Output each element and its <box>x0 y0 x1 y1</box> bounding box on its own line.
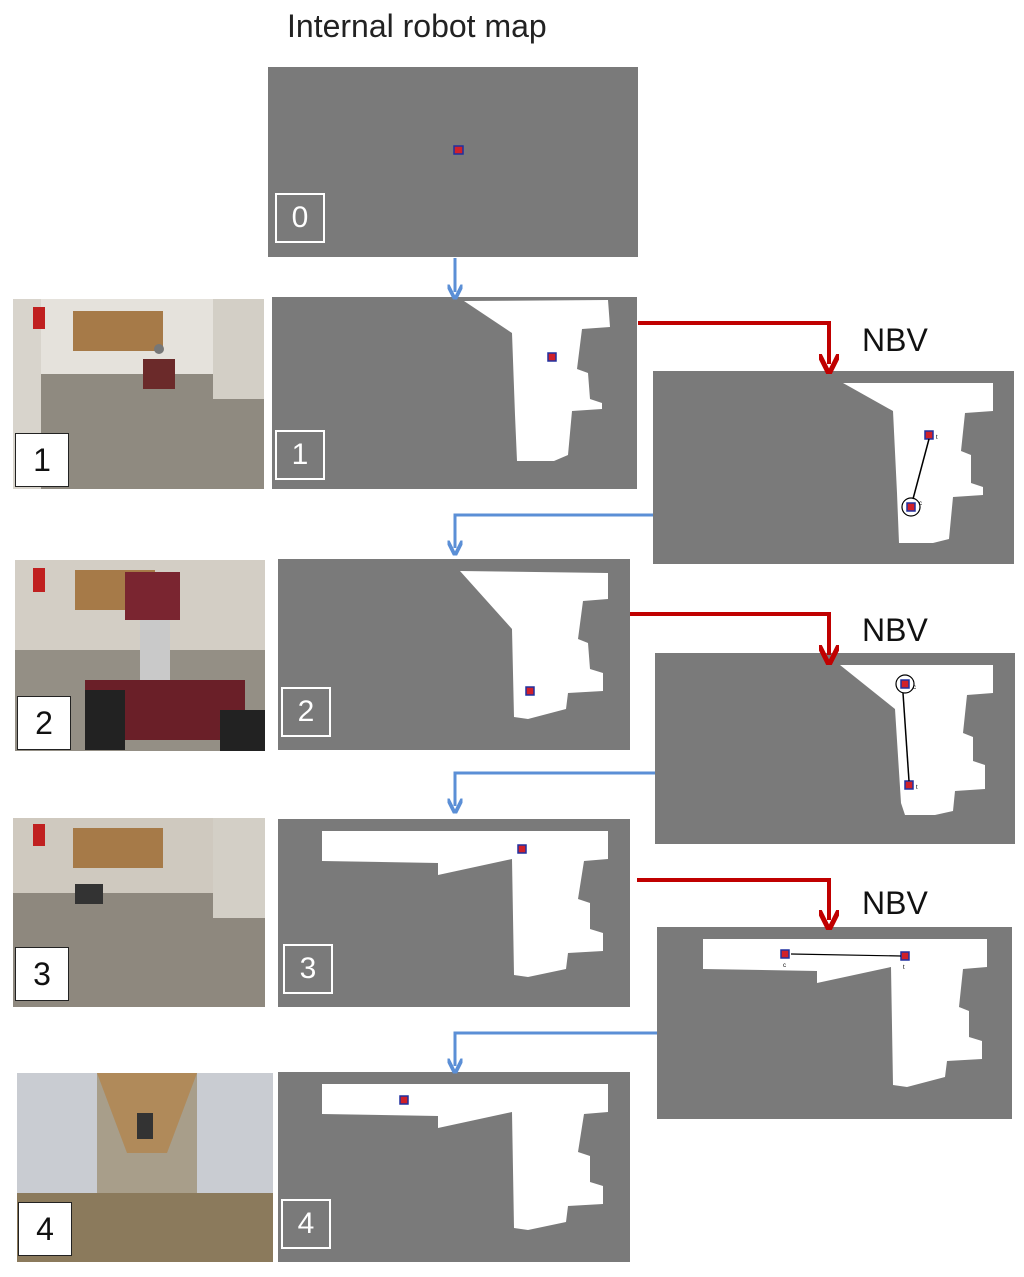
map-label: 1 <box>275 430 325 480</box>
photo-step-4: 4 <box>17 1073 273 1262</box>
photo-step-1: 1 <box>13 299 264 489</box>
goal-label: c <box>919 501 922 507</box>
nbv-arrow-2 <box>630 614 829 655</box>
photo-label: 1 <box>15 433 69 487</box>
robot-marker <box>400 1096 408 1104</box>
explored-area <box>464 300 610 461</box>
goal-label: c <box>913 685 916 691</box>
map-label: 3 <box>283 944 333 994</box>
explored-area <box>840 665 993 815</box>
nbv-map-2: t c <box>655 653 1015 844</box>
nbv-label-1: NBV <box>862 322 928 359</box>
flow-arrow-nbv3-4 <box>455 1033 657 1066</box>
map-label: 2 <box>281 687 331 737</box>
figure-title: Internal robot map <box>287 8 547 45</box>
start-robot-marker <box>901 952 909 960</box>
explored-area <box>322 1084 608 1230</box>
map-step-4: 4 <box>278 1072 630 1262</box>
photo-label: 3 <box>15 947 69 1001</box>
robot-marker <box>454 146 463 154</box>
photo-label: 4 <box>18 1202 72 1256</box>
photo-step-2: 2 <box>15 560 265 751</box>
map-step-2: 2 <box>278 559 630 750</box>
map-step-3: 3 <box>278 819 630 1007</box>
nbv-arrow-3 <box>637 880 829 920</box>
map-label: 4 <box>281 1199 331 1249</box>
goal-robot-marker <box>907 503 915 511</box>
map-step-0: 0 <box>268 67 638 257</box>
flow-arrow-nbv2-3 <box>455 773 655 806</box>
start-robot-marker <box>905 781 913 789</box>
robot-marker <box>548 353 556 361</box>
nbv-arrow-1 <box>638 323 829 364</box>
explored-area <box>703 939 987 1087</box>
map-label: 0 <box>275 193 325 243</box>
explored-area <box>460 571 608 719</box>
map-step-1: 1 <box>272 297 637 489</box>
nbv-map-3: t c <box>657 927 1012 1119</box>
nbv-map-1: t c <box>653 371 1014 564</box>
explored-area <box>322 831 608 977</box>
photo-label: 2 <box>17 696 71 750</box>
goal-robot-marker <box>781 950 789 958</box>
flow-arrow-nbv1-2 <box>455 515 653 548</box>
start-robot-marker <box>925 431 933 439</box>
explored-area <box>843 383 993 543</box>
robot-marker <box>526 687 534 695</box>
nbv-label-3: NBV <box>862 885 928 922</box>
robot-marker <box>518 845 526 853</box>
nbv-label-2: NBV <box>862 612 928 649</box>
photo-step-3: 3 <box>13 818 265 1007</box>
goal-robot-marker <box>901 680 909 688</box>
goal-label: c <box>783 963 786 969</box>
